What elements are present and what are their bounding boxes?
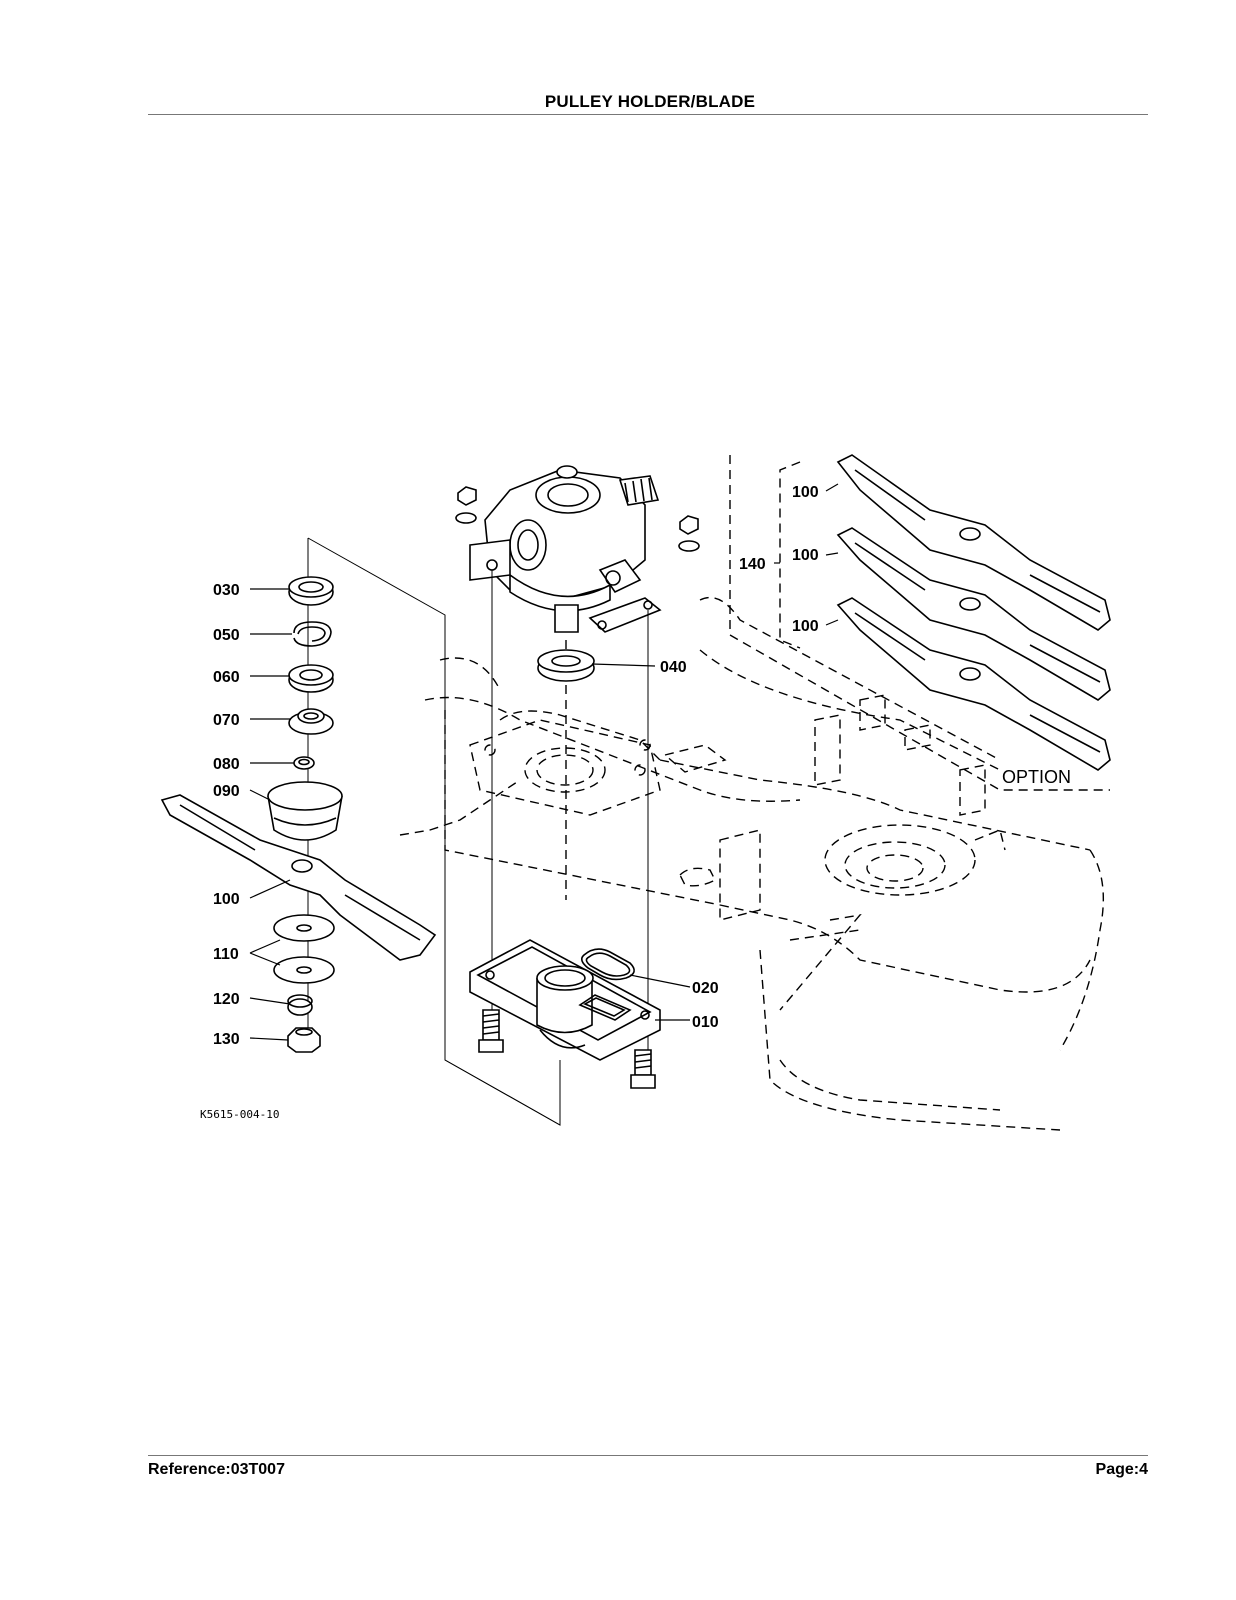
callout-option-100-c: 100 <box>792 618 819 635</box>
callout-090: 090 <box>213 783 240 800</box>
page-title: PULLEY HOLDER/BLADE <box>544 92 756 111</box>
washers-110 <box>273 914 335 984</box>
option-blade-c <box>836 597 1111 771</box>
washer-120 <box>287 994 313 1016</box>
o-ring-020 <box>580 948 635 981</box>
cup-090 <box>267 781 343 841</box>
reference-label: Reference:03T007 <box>148 1461 285 1478</box>
callout-140: 140 <box>739 556 766 573</box>
callout-option-100-b: 100 <box>792 547 819 564</box>
option-label: OPTION <box>1002 767 1071 787</box>
page-number: Page:4 <box>1095 1461 1148 1478</box>
callout-130: 130 <box>213 1031 240 1048</box>
mower-deck <box>399 596 1104 1131</box>
callout-040: 040 <box>660 659 687 676</box>
blade-100 <box>160 794 437 961</box>
callout-060: 060 <box>213 669 240 686</box>
bearing-030 <box>288 576 334 606</box>
option-blades <box>729 454 1111 791</box>
callout-120: 120 <box>213 991 240 1008</box>
collar-070 <box>288 708 334 735</box>
callout-110: 110 <box>213 946 239 963</box>
callout-030: 030 <box>213 582 240 599</box>
footer-rule <box>148 1455 1148 1456</box>
explode-panel-lines <box>307 537 561 1126</box>
callout-020: 020 <box>692 980 719 997</box>
callout-080: 080 <box>213 756 240 773</box>
washer-080 <box>293 756 315 770</box>
leader-lines <box>249 483 839 1041</box>
callout-010: 010 <box>692 1014 719 1031</box>
option-blade-b <box>836 527 1111 701</box>
option-blade-a <box>836 454 1111 631</box>
drawing-code: K5615-004-10 <box>200 1108 279 1121</box>
callout-100: 100 <box>213 891 240 908</box>
pulley-holder-010 <box>469 939 661 1089</box>
header-rule <box>148 114 1148 115</box>
oil-seal-040 <box>537 649 595 682</box>
callout-050: 050 <box>213 627 240 644</box>
bearing-060 <box>288 664 334 693</box>
callout-070: 070 <box>213 712 240 729</box>
snap-ring-050 <box>293 621 332 647</box>
callout-option-100-a: 100 <box>792 484 819 501</box>
gearbox-assembly <box>455 465 700 633</box>
nut-130 <box>287 1027 321 1053</box>
